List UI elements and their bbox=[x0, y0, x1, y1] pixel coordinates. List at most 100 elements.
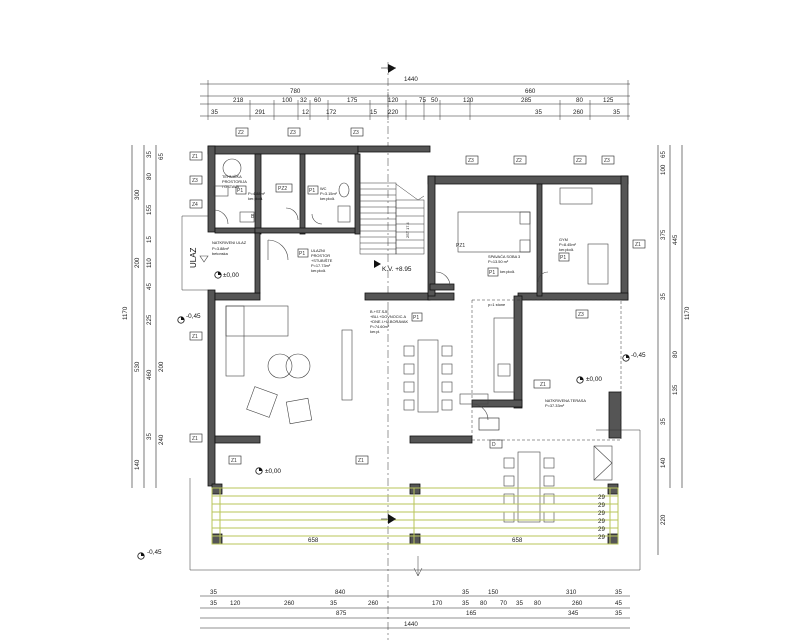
dim-top: 218 bbox=[233, 97, 244, 104]
level-entrance-value: ±0,00 bbox=[223, 272, 239, 279]
room-technical-line: TEHNIČKA bbox=[222, 174, 242, 179]
dim-left: 530 bbox=[134, 361, 141, 372]
dim-bottom: 35 bbox=[210, 589, 217, 596]
room-hall-line: +STUBIŠTE bbox=[311, 258, 333, 263]
room-hall-line: P=17.73m² bbox=[311, 263, 331, 268]
tag-d: D bbox=[492, 442, 496, 448]
dim-bottom: 35 bbox=[516, 600, 523, 607]
tag-z1: Z1 bbox=[540, 382, 546, 388]
dim-bottom: 310 bbox=[566, 589, 577, 596]
dim-left: 155 bbox=[146, 204, 153, 215]
tag-z2: Z2 bbox=[516, 158, 522, 164]
room-technical: TEHNIČKA PROSTORIJA / OSTAVA P1 P=4.88m²… bbox=[213, 158, 266, 223]
room-living-line: +BLI.+DOVNOCIC.A bbox=[370, 314, 407, 319]
garden-outline bbox=[181, 215, 641, 577]
dim-bottom: 80 bbox=[534, 600, 541, 607]
dim-left: 80 bbox=[146, 173, 153, 180]
dim-top-660: 660 bbox=[525, 88, 536, 95]
tag-z1: Z1 bbox=[192, 154, 198, 160]
level-right: -0,45 bbox=[622, 352, 646, 362]
tag-z1: Z1 bbox=[192, 334, 198, 340]
room-living-line: B.+ST.SJE bbox=[370, 309, 389, 314]
door-swings bbox=[213, 207, 549, 431]
dim-pergola: 658 bbox=[308, 537, 319, 544]
level-left-value: -0,45 bbox=[186, 313, 201, 320]
tag-p1: P1 bbox=[560, 255, 566, 261]
dim-bottom: 45 bbox=[615, 600, 622, 607]
level-bottom-value: -0,45 bbox=[147, 549, 162, 556]
dim-top: 15 bbox=[370, 109, 377, 116]
dim-top: 120 bbox=[388, 97, 399, 104]
dim-bottom-total: 1440 bbox=[404, 621, 418, 628]
dim-small: 29 bbox=[598, 502, 605, 509]
level-left: -0,45 bbox=[177, 313, 201, 324]
dim-top: 12 bbox=[302, 109, 309, 116]
dim-bottom: 35 bbox=[462, 600, 469, 607]
dim-bottom: 120 bbox=[230, 600, 241, 607]
tag-z3: Z3 bbox=[578, 312, 584, 318]
window-tags: Z2 Z3 Z3 Z3 Z2 Z2 Z3 Z1 Z3 Z4 Z1 Z1 Z1 Z… bbox=[189, 127, 646, 465]
dim-small: 29 bbox=[598, 518, 605, 525]
room-gym-line: ker.ploči. bbox=[559, 247, 574, 252]
dim-top: 80 bbox=[576, 97, 583, 104]
room-wc: P1 WC P=3.15m² ker.ploči. PZ2 bbox=[275, 182, 351, 223]
room-living-line: P=74.60m² bbox=[370, 324, 390, 329]
dim-bottom: 260 bbox=[572, 600, 583, 607]
dim-right: 375 bbox=[660, 229, 667, 240]
dim-bottom: 80 bbox=[480, 600, 487, 607]
room-gym-line: P=8.45m² bbox=[559, 242, 577, 247]
dim-right: 220 bbox=[660, 514, 667, 525]
dim-left: 35 bbox=[146, 151, 153, 158]
dim-left: 200 bbox=[158, 361, 165, 372]
dim-top: 32 bbox=[300, 97, 307, 104]
dim-small: 29 bbox=[598, 526, 605, 533]
tag-p1: P1 bbox=[299, 251, 305, 257]
dim-left: 45 bbox=[146, 283, 153, 290]
pergola: 658 658 29 29 29 29 29 29 bbox=[211, 487, 619, 545]
dim-top: 35 bbox=[613, 109, 620, 116]
dim-right: 135 bbox=[672, 384, 679, 395]
dim-right: 35 bbox=[660, 418, 667, 425]
dim-bottom: 35 bbox=[210, 600, 217, 607]
tag-z3: Z3 bbox=[290, 130, 296, 136]
level-right-value: -0,45 bbox=[631, 352, 646, 359]
dim-bottom: 840 bbox=[335, 589, 346, 596]
dim-top: 172 bbox=[326, 109, 337, 116]
dim-top: 35 bbox=[535, 109, 542, 116]
room-guest-line: P=13.50 m² bbox=[488, 259, 509, 264]
room-wc-line: ker.ploči. bbox=[320, 196, 335, 201]
tag-z3: Z3 bbox=[604, 158, 610, 164]
top-dimensions: 1440 780 660 218 100 32 60 175 120 75 50… bbox=[200, 76, 630, 120]
right-dimensions: 1170 445 80 135 65 100 375 35 35 140 220 bbox=[657, 145, 691, 555]
level-terrace: ±0,00 bbox=[576, 376, 602, 384]
stair-dim-label: 2ST 17.4 bbox=[405, 221, 410, 238]
dim-bottom: 165 bbox=[466, 610, 477, 617]
room-terrace-line: NATKRIVENA TERASA bbox=[545, 398, 586, 403]
dim-bottom: 260 bbox=[284, 600, 295, 607]
tag-z1: Z1 bbox=[635, 242, 641, 248]
dim-top: 175 bbox=[347, 97, 358, 104]
bottom-dimensions: 35 840 35 150 310 35 35 120 260 35 260 1… bbox=[200, 589, 630, 629]
room-guest: SPAVAĆA SOBA 3 P=13.50 m² P1 ker.ploči. … bbox=[456, 211, 531, 277]
staircase: 2ST 17.4 bbox=[359, 182, 425, 255]
dim-right: 100 bbox=[660, 164, 667, 175]
dim-top: 50 bbox=[431, 97, 438, 104]
room-wc-line: P=3.15m² bbox=[320, 191, 338, 196]
label-ulaz: ULAZ bbox=[189, 247, 198, 268]
dim-top: 75 bbox=[419, 97, 426, 104]
tag-b: B bbox=[251, 214, 255, 220]
dim-right: 65 bbox=[660, 151, 667, 158]
dim-top-total: 1440 bbox=[404, 76, 418, 83]
dim-bottom: 875 bbox=[336, 610, 347, 617]
dim-bottom: 35 bbox=[615, 610, 622, 617]
dim-bottom: 70 bbox=[500, 600, 507, 607]
dim-bottom: 35 bbox=[615, 589, 622, 596]
dim-top: 260 bbox=[573, 109, 584, 116]
exterior-walls bbox=[207, 145, 629, 487]
level-terrace-value: ±0,00 bbox=[586, 376, 602, 383]
level-bottom: -0,45 bbox=[137, 549, 162, 560]
room-living: B.+ST.SJE +BLI.+DOVNOCIC.A +DNE.I.+U.BOR… bbox=[225, 302, 551, 425]
dim-left: 110 bbox=[146, 258, 153, 268]
dim-pergola: 658 bbox=[512, 537, 523, 544]
dim-bottom: 260 bbox=[368, 600, 379, 607]
